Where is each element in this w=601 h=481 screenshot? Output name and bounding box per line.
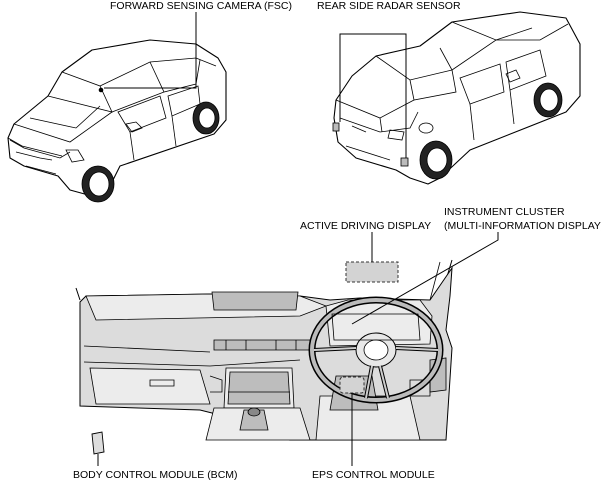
active-driving-display-highlight [345, 261, 399, 283]
radar-label: REAR SIDE RADAR SENSOR [317, 0, 461, 12]
front-vehicle-illustration [7, 39, 227, 203]
camera-marker-icon [98, 87, 104, 93]
eps-control-module-label: EPS CONTROL MODULE [312, 469, 435, 481]
radar-sensor-right-icon [400, 157, 409, 167]
instrument-cluster-label-line2: (MULTI-INFORMATION DISPLAY) [444, 220, 601, 232]
fsc-leader-line [104, 12, 197, 89]
bcm-label: BODY CONTROL MODULE (BCM) [73, 469, 238, 481]
rear-vehicle-illustration [332, 11, 581, 185]
bcm-component-icon [91, 431, 105, 455]
radar-leader-line [339, 33, 407, 158]
active-driving-display-label: ACTIVE DRIVING DISPLAY [300, 220, 431, 232]
dashboard-illustration [75, 259, 453, 441]
instrument-cluster-panel [331, 313, 421, 341]
instrument-cluster-leader-line [351, 232, 499, 325]
radar-sensor-left-icon [332, 122, 340, 132]
fsc-label: FORWARD SENSING CAMERA (FSC) [110, 0, 292, 12]
eps-control-module-highlight [339, 376, 365, 394]
instrument-cluster-label-line1: INSTRUMENT CLUSTER [444, 206, 565, 218]
